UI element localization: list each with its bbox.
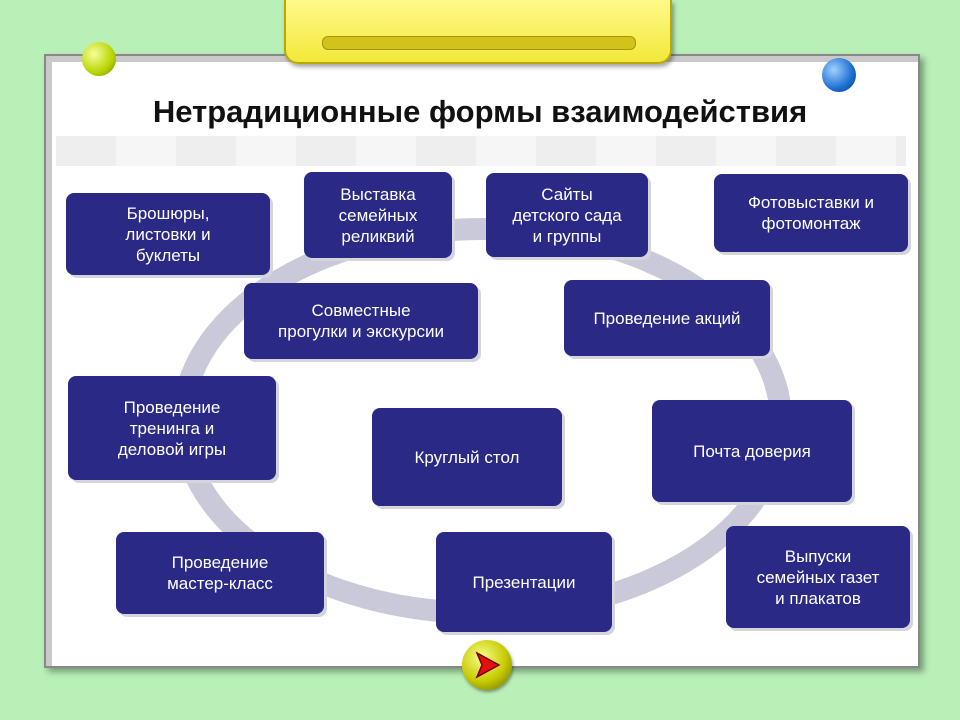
form-item-trust-mail: Почта доверия <box>652 400 852 502</box>
clip-slot <box>322 36 636 50</box>
next-slide-button[interactable] <box>462 640 512 690</box>
form-item-campaigns: Проведение акций <box>564 280 770 356</box>
form-item-round-table: Круглый стол <box>372 408 562 506</box>
clipboard-clip <box>284 0 672 64</box>
board-decoration <box>56 136 906 166</box>
form-item-presentations: Презентации <box>436 532 612 632</box>
pushpin-blue-icon <box>822 58 856 92</box>
page-title: Нетрадиционные формы взаимодействия <box>152 94 808 129</box>
pushpin-green-icon <box>82 42 116 76</box>
next-arrow-icon <box>475 651 501 679</box>
